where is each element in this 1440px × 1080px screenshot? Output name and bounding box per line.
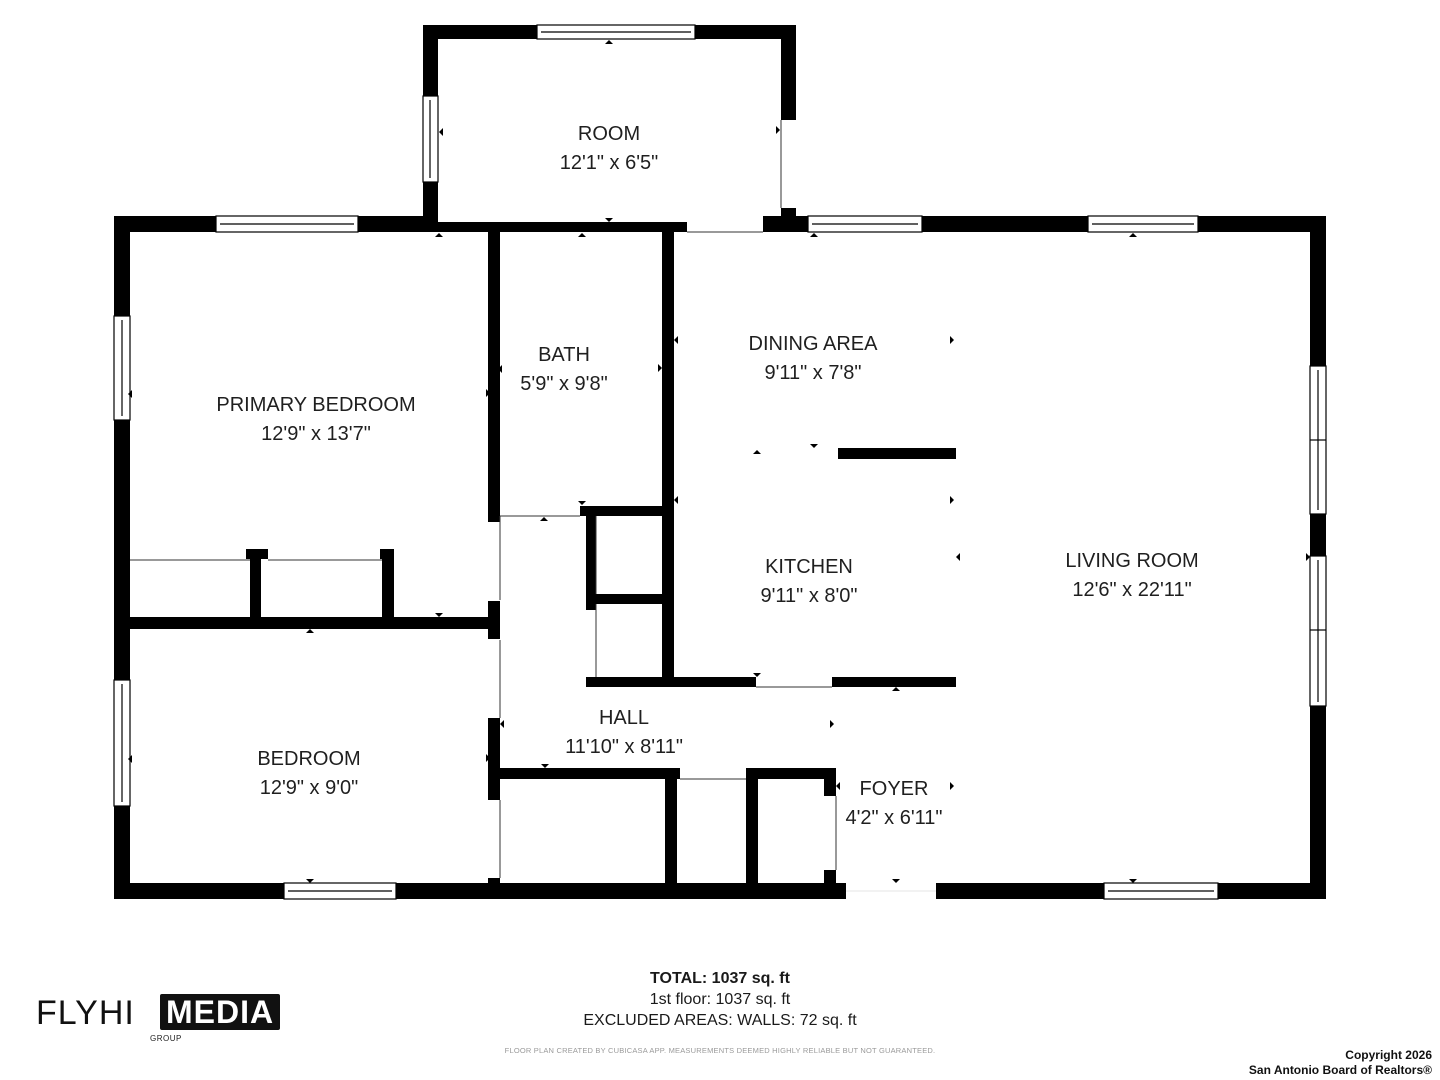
room-label-kitchen: KITCHEN 9'11" x 8'0": [760, 553, 857, 611]
partition-lines: [130, 120, 837, 878]
window-bedroom-bottom: [283, 882, 397, 900]
window-living-top-2: [1087, 215, 1199, 233]
total-area: TOTAL: 1037 sq. ft: [650, 970, 790, 987]
wall-closet-mid: [586, 594, 668, 604]
wall-closet-divider: [250, 549, 261, 629]
wall-closet-stub: [586, 506, 596, 610]
wall-foyer-left-lower: [824, 870, 836, 886]
window-bedroom-left: [113, 679, 131, 807]
room-name: HALL: [598, 707, 650, 729]
wall-lower-closet-b: [746, 774, 758, 886]
logo-fly-text: FLYHI: [36, 994, 135, 1032]
room-name: DINING AREA: [748, 333, 878, 355]
room-name: FOYER: [859, 778, 929, 800]
room-dims: 12'1" x 6'5": [559, 152, 659, 174]
window-room-left: [422, 95, 439, 183]
room-dims: 12'9" x 13'7": [261, 423, 371, 445]
room-name: PRIMARY BEDROOM: [216, 394, 416, 416]
wall-bedroom-corner: [488, 878, 500, 886]
wall-bed-divider: [130, 617, 494, 629]
window-living-right-1: [1309, 365, 1327, 515]
room-name: BEDROOM: [257, 748, 361, 770]
logo-group-text: GROUP: [150, 1034, 182, 1043]
wall-hall-left-lower: [488, 718, 500, 800]
measurement-arrows: [128, 40, 1310, 883]
room-label-living-room: LIVING ROOM 12'6" x 22'11": [1065, 547, 1198, 605]
room-label-hall: HALL 11'10" x 8'11": [565, 704, 683, 762]
room-name: KITCHEN: [765, 556, 853, 578]
room-label-room: ROOM 12'1" x 6'5": [560, 120, 659, 178]
area-totals: TOTAL: 1037 sq. ft 1st floor: 1037 sq. f…: [583, 968, 856, 1031]
room-label-dining: DINING AREA 9'11" x 7'8": [749, 330, 878, 388]
wall-kitchen-bottom-right: [832, 677, 956, 687]
wall-closet-right: [382, 549, 394, 629]
wall-lower-closet-top-left: [494, 768, 680, 779]
wall-lower-closet-a: [665, 774, 677, 886]
excluded-areas: EXCLUDED AREAS: WALLS: 72 sq. ft: [583, 1012, 857, 1029]
first-floor-area: 1st floor: 1037 sq. ft: [649, 991, 791, 1008]
window-living-right-2: [1309, 555, 1327, 707]
logo-media-text: MEDIA: [160, 994, 281, 1030]
room-label-bedroom: BEDROOM 12'9" x 9'0": [257, 745, 360, 803]
copyright-watermark: Copyright 2026 San Antonio Board of Real…: [1249, 1048, 1432, 1078]
room-dims: 9'11" x 8'0": [760, 585, 858, 607]
room-dims: 9'11" x 7'8": [764, 362, 862, 384]
room-dims: 5'9" x 9'8": [520, 373, 608, 395]
room-label-primary-bedroom: PRIMARY BEDROOM 12'9" x 13'7": [216, 391, 415, 449]
room-name: BATH: [538, 344, 590, 366]
window-primary-top: [215, 215, 359, 233]
window-living-bottom: [1103, 882, 1219, 900]
door-openings: [846, 883, 936, 899]
window-living-top-1: [807, 215, 923, 233]
wall-bath-dining: [662, 232, 674, 678]
room-dims: 12'6" x 22'11": [1072, 579, 1192, 601]
room-name: ROOM: [577, 123, 641, 145]
window-room-top: [536, 24, 696, 40]
room-label-bath: BATH 5'9" x 9'8": [520, 341, 607, 399]
room-name: LIVING ROOM: [1065, 550, 1199, 572]
room-dims: 11'10" x 8'11": [565, 736, 683, 758]
wall-main-bottom: [114, 883, 1326, 899]
wall-lower-closet-top-right: [746, 768, 836, 779]
disclaimer: FLOOR PLAN CREATED BY CUBICASA APP. MEAS…: [504, 1046, 936, 1055]
wall-room-right: [781, 25, 796, 120]
room-dims: 4'2" x 6'11": [845, 807, 943, 829]
wall-closet-bottom: [586, 677, 756, 687]
wall-kitchen-counter: [838, 448, 956, 459]
copyright-line-2: San Antonio Board of Realtors®: [1248, 1063, 1432, 1077]
room-dims: 12'9" x 9'0": [259, 777, 359, 799]
room-label-foyer: FOYER 4'2" x 6'11": [845, 775, 942, 833]
windows: [113, 24, 1327, 900]
window-primary-left: [113, 315, 131, 421]
interior-walls: [130, 232, 956, 886]
wall-bath-bottom: [580, 506, 668, 516]
wall-primary-bath: [488, 232, 500, 522]
wall-foyer-left-upper: [824, 768, 836, 796]
copyright-line-1: Copyright 2026: [1345, 1048, 1432, 1062]
wall-main-top-mid: [423, 222, 687, 232]
wall-hall-left-upper: [488, 601, 500, 639]
